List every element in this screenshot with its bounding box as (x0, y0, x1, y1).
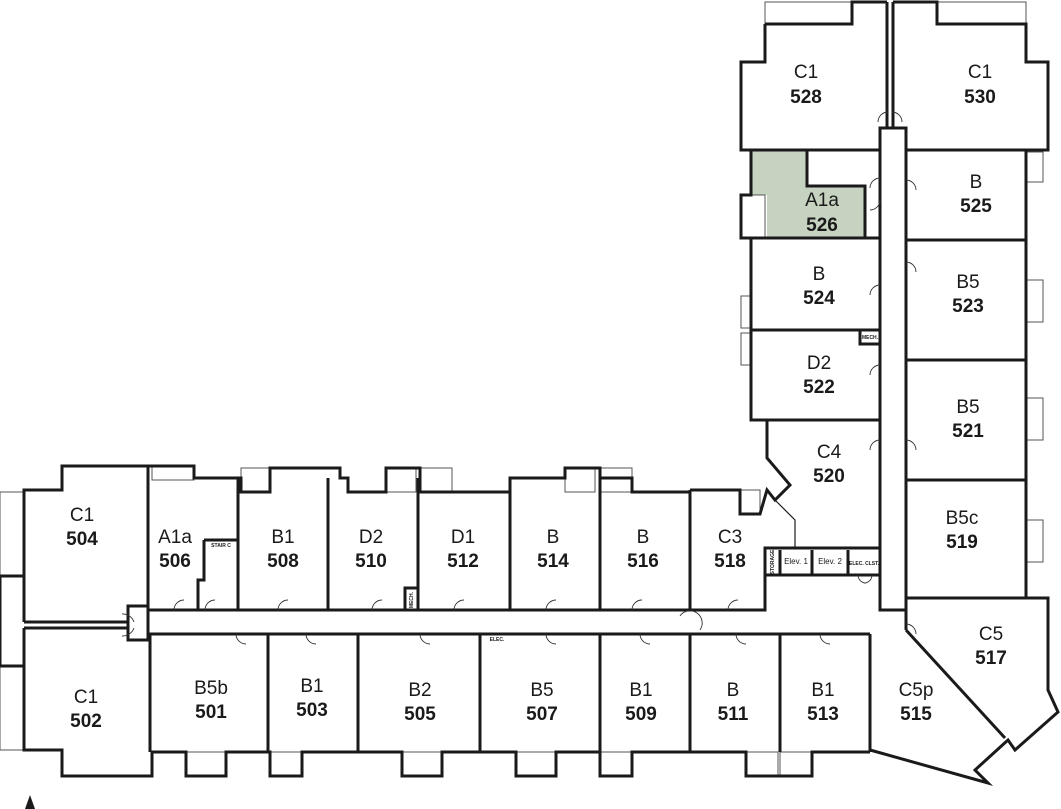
unit-number: 516 (627, 551, 659, 572)
unit-number: 514 (537, 551, 569, 572)
unit-511[interactable]: B 511 (718, 680, 749, 725)
unit-number: 511 (718, 704, 749, 725)
doors (121, 111, 917, 645)
elevator-2-label: Elev. 2 (818, 557, 842, 566)
unit-number: 505 (404, 704, 436, 725)
unit-type: C1 (70, 505, 94, 526)
unit-type: B1 (811, 680, 834, 701)
unit-type: C5p (899, 680, 934, 701)
unit-type: B1 (300, 676, 323, 697)
unit-type: B5 (956, 272, 979, 293)
unit-number: 520 (813, 466, 845, 487)
unit-number: 521 (952, 421, 984, 442)
exterior-walls (0, 0, 1060, 786)
unit-number: 507 (526, 704, 558, 725)
stair-label: STAIR C (211, 543, 231, 549)
unit-525[interactable]: B 525 (960, 172, 992, 217)
unit-number: 515 (900, 704, 932, 725)
unit-number: 525 (960, 196, 992, 217)
unit-type: B5b (194, 678, 228, 699)
electrical-closet-label: ELEC. CLST. (849, 561, 880, 567)
unit-number: 506 (159, 551, 191, 572)
unit-number: 526 (806, 215, 838, 236)
unit-type: B (727, 680, 740, 701)
unit-type: D2 (807, 353, 831, 374)
unit-number: 510 (355, 551, 387, 572)
storage-label: STORAGE (770, 549, 776, 574)
unit-514[interactable]: B 514 (537, 527, 569, 572)
unit-number: 502 (70, 711, 102, 732)
unit-number: 522 (803, 377, 835, 398)
unit-type: C1 (74, 687, 98, 708)
unit-524[interactable]: B 524 (803, 264, 835, 309)
unit-type: B (637, 527, 650, 548)
unit-type: B5c (946, 508, 979, 529)
unit-number: 523 (952, 296, 984, 317)
unit-number: 524 (803, 288, 835, 309)
unit-number: 508 (267, 551, 299, 572)
north-arrow-icon (25, 795, 35, 809)
unit-number: 504 (66, 529, 98, 550)
unit-type: D2 (359, 527, 383, 548)
mechanical-room-label-south: MECH. (409, 591, 415, 608)
unit-type: A1a (805, 190, 839, 211)
unit-type: C1 (794, 62, 818, 83)
unit-type: B5 (530, 680, 553, 701)
unit-type: B (813, 264, 826, 285)
unit-516[interactable]: B 516 (627, 527, 659, 572)
unit-type: C1 (968, 62, 992, 83)
unit-number: 509 (625, 704, 657, 725)
unit-526-highlight (751, 151, 865, 238)
unit-type: B1 (271, 527, 294, 548)
mechanical-room-label-north: MECH. (862, 335, 879, 341)
unit-number: 530 (964, 87, 996, 108)
unit-number: 501 (195, 702, 227, 723)
unit-type: B1 (629, 680, 652, 701)
unit-type: C3 (718, 527, 742, 548)
unit-type: B2 (408, 680, 431, 701)
unit-number: 518 (714, 551, 746, 572)
elevator-1-label: Elev. 1 (784, 557, 808, 566)
unit-number: 513 (807, 704, 839, 725)
unit-type: D1 (451, 527, 475, 548)
unit-type: C4 (817, 442, 842, 463)
unit-number: 517 (975, 648, 1007, 669)
unit-type: B5 (956, 397, 979, 418)
interior-walls (22, 126, 1026, 752)
unit-type: A1a (158, 527, 192, 548)
unit-number: 519 (946, 532, 978, 553)
unit-type: C5 (979, 624, 1003, 645)
unit-type: B (547, 527, 560, 548)
unit-type: B (970, 172, 983, 193)
unit-number: 512 (447, 551, 479, 572)
unit-number: 528 (790, 87, 822, 108)
unit-number: 503 (296, 700, 328, 721)
electrical-room-label: ELEC. (490, 637, 505, 643)
